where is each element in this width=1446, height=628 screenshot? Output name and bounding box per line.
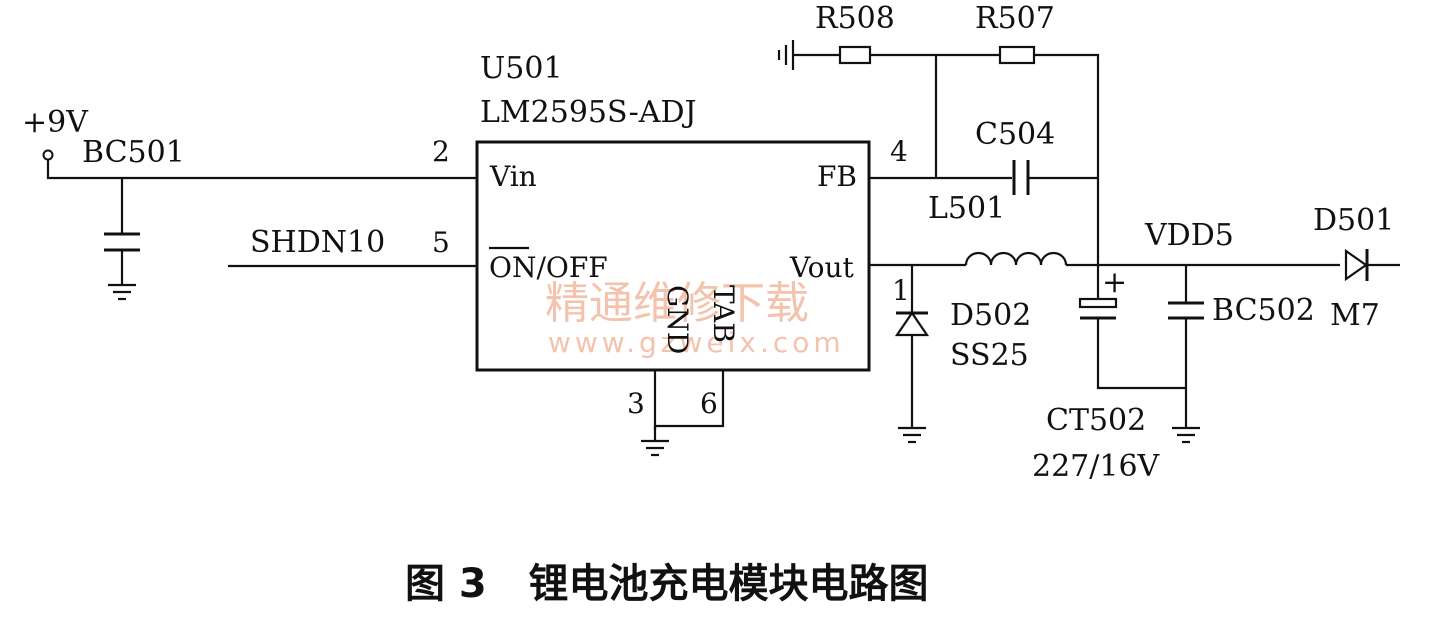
- c504-label: C504: [975, 117, 1055, 152]
- vin-wire: [46, 160, 477, 180]
- pin-gnd-name: GND: [661, 285, 694, 354]
- ct502-to-ground-wire: [1096, 319, 1186, 390]
- r507-label: R507: [975, 1, 1055, 36]
- ct502-polarity: +: [1102, 265, 1127, 300]
- l501-coil: [964, 251, 1068, 266]
- pin-onoff-rest: /OFF: [536, 251, 607, 284]
- supply-label: +9V: [22, 105, 89, 140]
- vdd5-label: VDD5: [1144, 218, 1234, 253]
- ground-symbol-r508: [777, 40, 795, 70]
- ground-symbol-ic: [641, 439, 669, 457]
- ct502-plate-positive: [1078, 297, 1118, 309]
- pin-gnd-number: 3: [627, 387, 645, 420]
- pin-vout-number: 1: [892, 274, 910, 307]
- ground-symbol-d502: [898, 426, 926, 444]
- d502-part-label: SS25: [950, 338, 1029, 373]
- ic-u501-body: [475, 140, 871, 372]
- pin-onoff-number: 5: [432, 226, 450, 259]
- r507-to-vout-wire: [1034, 53, 1100, 265]
- ic-part-label: LM2595S-ADJ: [480, 95, 697, 130]
- l501-label: L501: [928, 191, 1005, 226]
- tab-pin-wire: [655, 370, 725, 428]
- r507-body: [998, 45, 1036, 65]
- d501-triangle: [1344, 248, 1368, 282]
- d502-triangle: [894, 311, 930, 337]
- ground-symbol-bc502: [1172, 426, 1200, 444]
- pin-vout-name: Vout: [789, 251, 855, 284]
- pin-vin-number: 2: [432, 135, 450, 168]
- watermark-url: www.gzweix.com: [548, 326, 845, 359]
- watermark-chinese: 精通维修下载: [545, 278, 809, 329]
- pin-tab-number: 6: [700, 387, 718, 420]
- ct502-value-label: 227/16V: [1032, 449, 1161, 484]
- ic-ref-label: U501: [480, 51, 563, 86]
- figure-caption: 图 3 锂电池充电模块电路图: [405, 561, 929, 607]
- ct502-ref-label: CT502: [1046, 403, 1146, 438]
- pin-vin-name: Vin: [489, 160, 537, 193]
- ground-symbol-bc501: [108, 283, 136, 301]
- d501-part-label: M7: [1330, 298, 1380, 333]
- pin-fb-name: FB: [817, 160, 857, 193]
- r508-body: [838, 45, 872, 65]
- shdn-label: SHDN10: [250, 225, 385, 260]
- pin-fb-number: 4: [890, 135, 908, 168]
- d502-ref-label: D502: [950, 298, 1031, 333]
- d501-ref-label: D501: [1313, 203, 1394, 238]
- pin-onoff-overline: ON: [489, 251, 536, 284]
- bc502-label: BC502: [1212, 293, 1315, 328]
- pin-onoff-name: ON/OFF: [489, 251, 608, 284]
- r508-label: R508: [815, 1, 895, 36]
- bc501-label: BC501: [82, 135, 185, 170]
- pin-tab-name: TAB: [707, 285, 740, 343]
- supply-terminal: [42, 149, 54, 161]
